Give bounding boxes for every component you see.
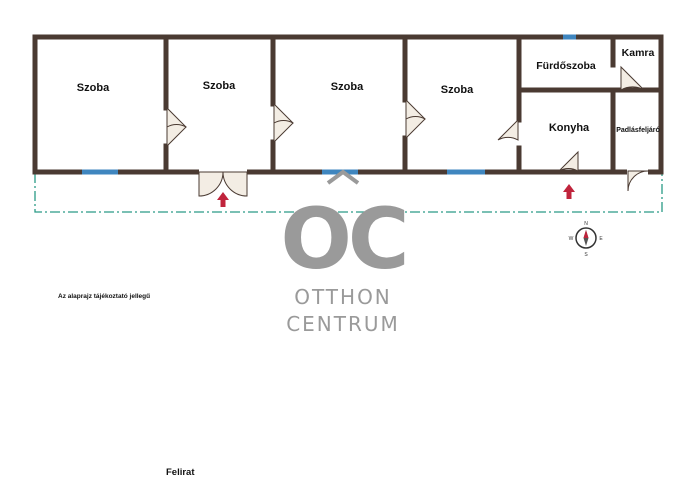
room-label: Konyha xyxy=(549,122,590,134)
door-swing xyxy=(558,150,579,172)
door-swing xyxy=(620,65,645,91)
room-label: Szoba xyxy=(77,82,110,94)
room-label: Fürdőszoba xyxy=(536,60,596,72)
watermark-line2: CENTRUM xyxy=(286,312,400,336)
compass-n: N xyxy=(584,221,588,227)
caption-text: Felirat xyxy=(166,467,195,478)
compass-icon: N S E W xyxy=(569,221,604,258)
door-swing xyxy=(497,118,519,141)
windows xyxy=(82,34,576,175)
compass-w: W xyxy=(569,236,574,242)
entry-arrows xyxy=(217,184,575,207)
door-swing xyxy=(273,119,294,144)
watermark-logo: OC OTTHON CENTRUM xyxy=(280,169,410,336)
room-label: Szoba xyxy=(331,81,364,93)
compass-e: E xyxy=(599,236,603,242)
watermark-monogram: OC xyxy=(280,190,405,288)
room-label: Szoba xyxy=(441,84,474,96)
entry-arrow-icon xyxy=(563,184,575,199)
door-swing xyxy=(405,115,426,140)
room-label: Padlásfeljáró xyxy=(616,127,660,134)
compass-s: S xyxy=(584,252,588,258)
plot-boundary xyxy=(34,173,663,213)
room-label: Kamra xyxy=(622,47,655,59)
watermark-line1: OTTHON xyxy=(294,285,392,309)
disclaimer-text: Az alaprajz tájékoztató jellegű xyxy=(58,293,151,300)
door-swing xyxy=(198,171,224,197)
walls xyxy=(32,34,664,175)
room-label: Szoba xyxy=(203,80,236,92)
door-swing xyxy=(166,123,187,148)
doors xyxy=(166,65,649,197)
door-swing xyxy=(627,170,649,192)
roof-icon xyxy=(326,169,360,185)
door-swing xyxy=(222,171,248,197)
entry-arrow-icon xyxy=(217,192,229,207)
